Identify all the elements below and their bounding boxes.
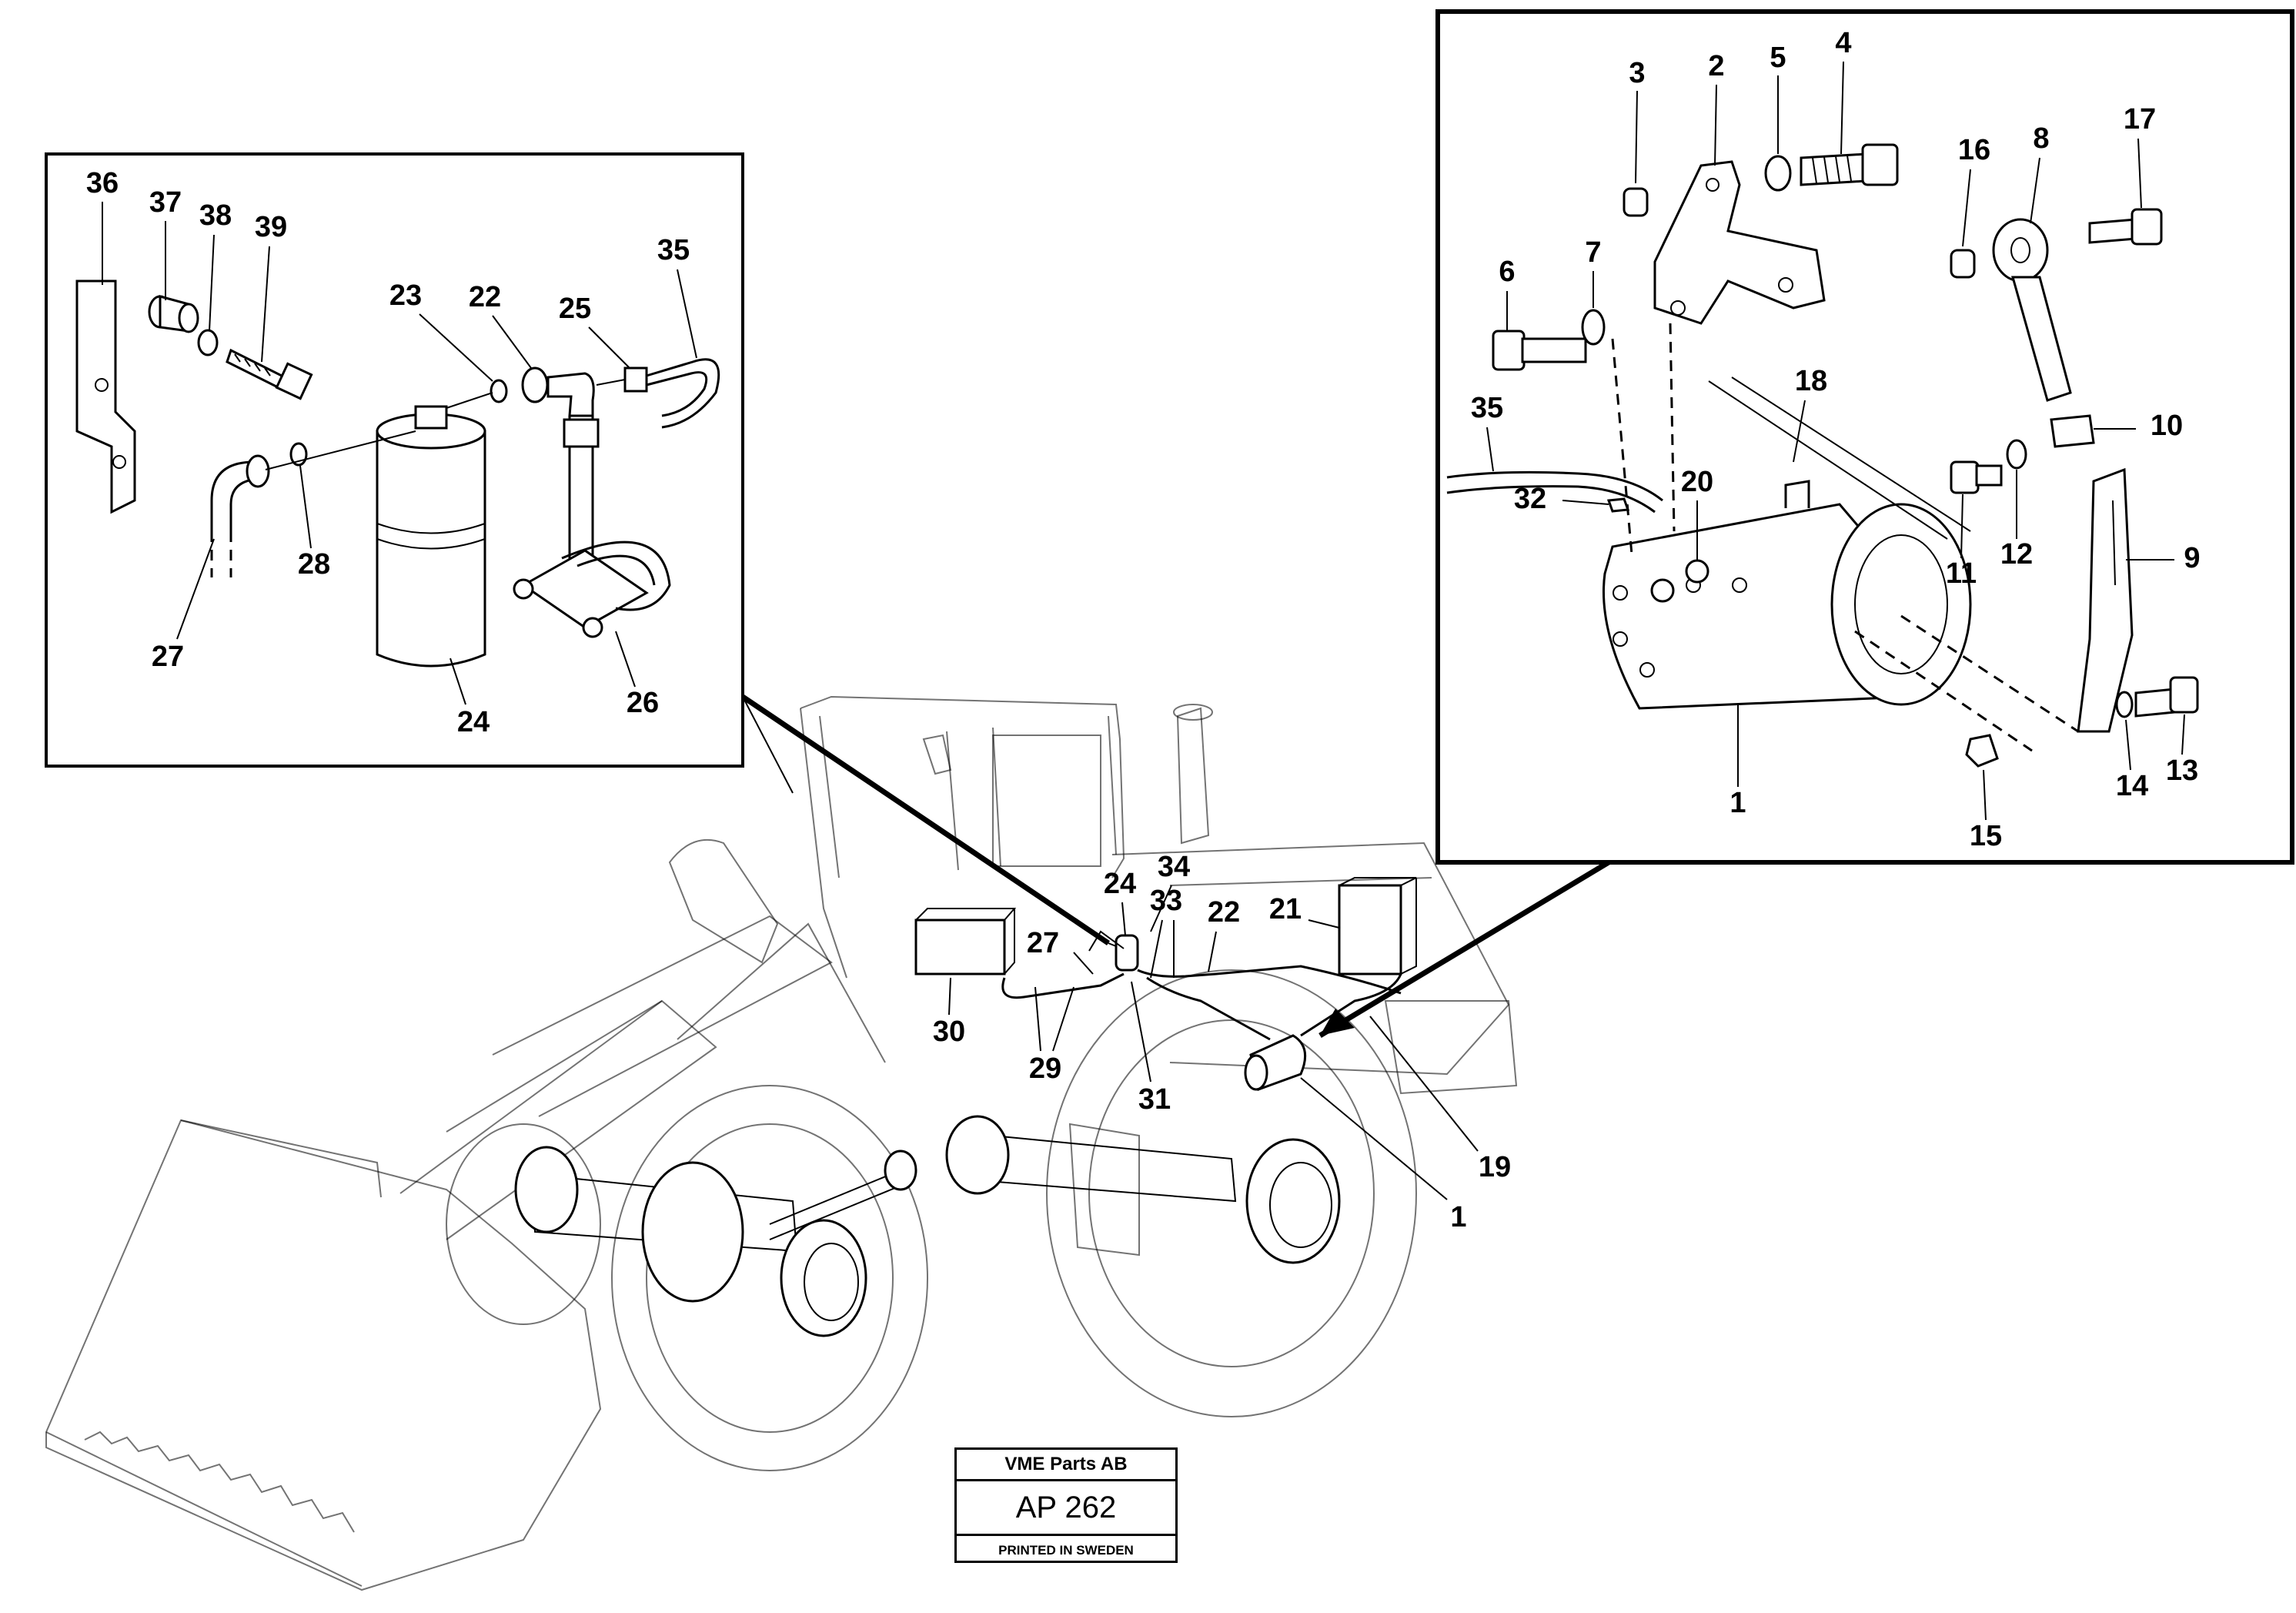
adjusting-bracket (2077, 467, 2134, 733)
label-33: 33 (1150, 885, 1182, 917)
right-detail-box: 3 2 5 4 16 8 17 6 7 18 35 32 20 10 11 12… (1435, 9, 2294, 865)
washer-14 (2115, 691, 2134, 718)
machine-compressor (1244, 1034, 1307, 1091)
label-17: 17 (2124, 103, 2156, 136)
left-detail-box: 36 37 38 39 23 22 25 35 27 28 24 26 (45, 152, 744, 768)
label-25: 25 (559, 293, 591, 325)
label-28: 28 (298, 548, 330, 581)
label-30: 30 (933, 1016, 965, 1048)
label-4: 4 (1835, 27, 1851, 59)
label-1-right: 1 (1730, 787, 1746, 819)
nut-15 (1965, 734, 1999, 768)
hose-lower (210, 430, 416, 577)
label-16: 16 (1958, 134, 1990, 166)
label-8: 8 (2033, 122, 2049, 155)
pointer-right-detail (1318, 859, 1610, 1039)
stamp-printed: PRINTED IN SWEDEN (998, 1543, 1134, 1558)
pointer-left-detail (741, 694, 1110, 945)
label-6: 6 (1499, 256, 1515, 288)
right-detail-frame (1435, 9, 2294, 865)
adjuster-block (2050, 414, 2095, 448)
hose-upper (646, 358, 720, 429)
label-1-machine: 1 (1450, 1201, 1466, 1233)
label-38: 38 (199, 199, 232, 232)
label-27: 27 (152, 641, 184, 673)
high-pressure-hose (1446, 470, 1663, 514)
label-35: 35 (657, 234, 690, 266)
label-11: 11 (1946, 557, 1977, 590)
label-36: 36 (86, 167, 119, 199)
washer (197, 329, 219, 356)
label-20: 20 (1681, 466, 1713, 498)
drive-belt (1708, 376, 1971, 540)
label-7: 7 (1585, 236, 1601, 269)
bolt-13 (2134, 676, 2199, 718)
label-24: 24 (457, 706, 490, 738)
bolt-6 (1492, 330, 1587, 371)
bolt (226, 348, 313, 400)
label-15: 15 (1970, 820, 2002, 852)
label-2: 2 (1708, 50, 1724, 82)
label-12: 12 (2000, 538, 2033, 571)
label-19: 19 (1479, 1151, 1511, 1183)
label-13: 13 (2166, 755, 2198, 787)
label-32: 32 (1514, 483, 1546, 515)
label-35-right: 35 (1471, 392, 1503, 424)
evaporator-unit (914, 919, 1006, 975)
tension-arm (1992, 218, 2072, 402)
label-9: 9 (2184, 542, 2200, 574)
label-18: 18 (1795, 365, 1827, 397)
hose-clamp (513, 540, 671, 638)
label-5: 5 (1770, 42, 1786, 74)
label-31: 31 (1138, 1083, 1171, 1116)
washer-7 (1581, 309, 1606, 346)
spacer-sleeve (148, 295, 199, 333)
bolt-4 (1800, 143, 1899, 186)
front-axle (514, 1146, 917, 1337)
label-39: 39 (255, 211, 287, 243)
washer-5 (1764, 155, 1792, 192)
stamp-code: AP 262 (957, 1481, 1175, 1536)
bushing-16 (1950, 249, 1976, 279)
label-22-machine: 22 (1208, 896, 1240, 929)
label-24-machine: 24 (1104, 868, 1136, 900)
label-27-machine: 27 (1027, 927, 1059, 959)
label-21: 21 (1269, 893, 1302, 925)
condenser-unit (1338, 884, 1402, 975)
label-3: 3 (1629, 57, 1645, 89)
label-10: 10 (2151, 410, 2183, 442)
compressor-bracket (1653, 160, 1826, 325)
label-34: 34 (1158, 851, 1190, 883)
upper-fittings (446, 366, 648, 570)
label-29: 29 (1029, 1052, 1061, 1085)
receiver-drier (376, 405, 486, 668)
left-detail-frame (45, 152, 744, 768)
bolt-17 (2088, 208, 2163, 246)
label-14: 14 (2116, 770, 2148, 802)
ac-compressor (1602, 480, 1972, 710)
stamp-company: VME Parts AB (957, 1450, 1175, 1481)
label-26: 26 (627, 687, 659, 719)
title-stamp: VME Parts AB AP 262 PRINTED IN SWEDEN (954, 1447, 1178, 1563)
machine-drier (1115, 934, 1139, 972)
pointer-arrowhead (1320, 1009, 1355, 1036)
wheel-loader: 24 34 33 22 21 27 30 29 31 19 1 (45, 695, 1518, 1591)
bolt-11 (1950, 460, 2003, 494)
label-22: 22 (469, 281, 501, 313)
label-23: 23 (389, 279, 422, 312)
washer-12 (2006, 439, 2027, 470)
label-37: 37 (149, 186, 182, 219)
bushing (1623, 187, 1649, 217)
mounting-bracket (75, 279, 136, 514)
refrigerant-lines (1001, 930, 1402, 1041)
rear-axle (945, 1115, 1341, 1264)
